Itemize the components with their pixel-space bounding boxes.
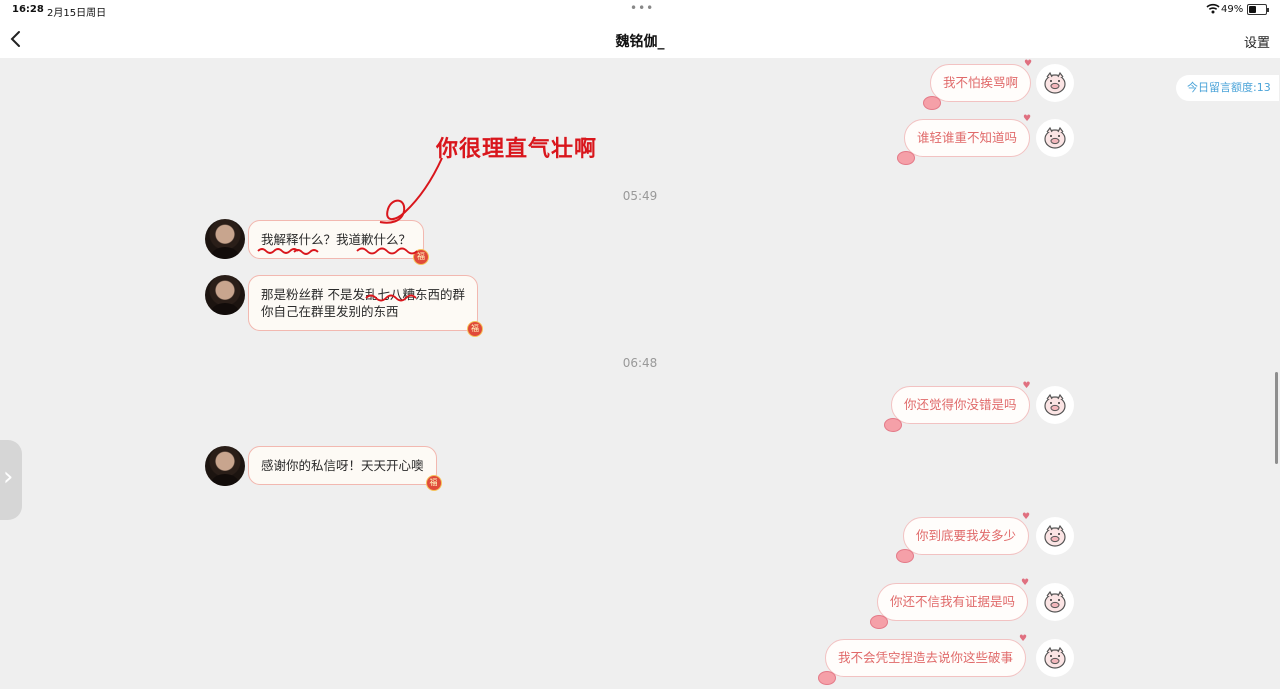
message-text: 我不怕挨骂啊 [943, 75, 1019, 90]
message-text: 感谢你的私信呀！天天开心噢 [261, 458, 424, 473]
pig-sticker-icon [897, 151, 915, 165]
chevron-right-icon: › [3, 462, 14, 492]
timestamp: 06:48 [622, 356, 658, 370]
message-bubble-sent[interactable]: 我不会凭空捏造去说你这些破事 ♥ [818, 635, 1027, 685]
cartoon-pig-avatar-icon [1044, 646, 1066, 669]
scrollbar[interactable] [1275, 372, 1278, 464]
daily-message-quota: 今日留言额度:13 [1176, 75, 1279, 101]
cartoon-pig-avatar-icon [1044, 524, 1066, 547]
message-text: 你到底要我发多少 [916, 528, 1017, 543]
contact-avatar[interactable] [205, 446, 245, 486]
fu-badge-icon: 福 [413, 249, 430, 265]
chat-title: 魏铭伽_ [615, 34, 665, 50]
message-text: 我解释什么？我道歉什么？ [261, 232, 412, 247]
message-bubble-sent[interactable]: 你到底要我发多少 ♥ [896, 513, 1030, 563]
status-time: 16:28 [12, 4, 44, 15]
cartoon-pig-avatar-icon [1044, 71, 1066, 94]
message-text: 你还觉得你没错是吗 [904, 397, 1017, 412]
message-text: 那是粉丝群 不是发乱七八糟东西的群 你自己在群里发别的东西 [261, 287, 465, 319]
fu-badge-icon: 福 [425, 475, 442, 491]
contact-avatar[interactable] [205, 219, 245, 259]
heart-decoration-icon: ♥ [1023, 114, 1032, 124]
message-text: 你还不信我有证据是吗 [890, 594, 1016, 609]
timestamp: 05:49 [622, 189, 658, 203]
pig-sticker-icon [884, 418, 902, 432]
cartoon-pig-avatar-icon [1044, 126, 1066, 149]
fu-badge-icon: 福 [467, 321, 483, 337]
message-text: 谁轻谁重不知道吗 [917, 130, 1018, 145]
pig-sticker-icon [896, 549, 914, 563]
pig-sticker-icon [818, 671, 836, 685]
my-avatar[interactable] [1036, 583, 1074, 621]
message-bubble-received[interactable]: 感谢你的私信呀！天天开心噢 福 [248, 446, 442, 491]
my-avatar[interactable] [1036, 119, 1074, 157]
message-bubble-sent[interactable]: 我不怕挨骂啊 ♥ [923, 60, 1032, 110]
heart-decoration-icon: ♥ [1024, 59, 1033, 69]
settings-button[interactable]: 设置 [1243, 36, 1270, 51]
cartoon-pig-avatar-icon [1044, 393, 1066, 416]
message-bubble-sent[interactable]: 你还觉得你没错是吗 ♥ [884, 382, 1031, 432]
red-handwritten-annotation: 你很理直气壮啊 [436, 137, 598, 162]
heart-decoration-icon: ♥ [1021, 578, 1030, 588]
battery-percent: 49% [1221, 4, 1244, 15]
multitask-dots-icon[interactable]: ••• [630, 1, 655, 15]
battery-icon [1247, 4, 1269, 15]
status-date: 2月15日周日 [47, 8, 107, 19]
nav-bar: 魏铭伽_ 设置 [0, 20, 1280, 58]
pig-sticker-icon [870, 615, 888, 629]
status-bar: 16:28 2月15日周日 ••• 49% [0, 0, 1280, 20]
my-avatar[interactable] [1036, 517, 1074, 555]
my-avatar[interactable] [1036, 639, 1074, 677]
side-panel-handle[interactable]: › [0, 440, 22, 520]
heart-decoration-icon: ♥ [1019, 634, 1028, 644]
pig-sticker-icon [923, 96, 941, 110]
heart-decoration-icon: ♥ [1022, 512, 1031, 522]
cartoon-pig-avatar-icon [1044, 590, 1066, 613]
my-avatar[interactable] [1036, 386, 1074, 424]
wifi-icon [1206, 3, 1220, 14]
message-bubble-received[interactable]: 那是粉丝群 不是发乱七八糟东西的群 你自己在群里发别的东西 福 [248, 275, 483, 337]
message-text: 我不会凭空捏造去说你这些破事 [838, 650, 1014, 665]
message-bubble-sent[interactable]: 你还不信我有证据是吗 ♥ [870, 579, 1029, 629]
message-bubble-sent[interactable]: 谁轻谁重不知道吗 ♥ [897, 115, 1031, 165]
my-avatar[interactable] [1036, 64, 1074, 102]
heart-decoration-icon: ♥ [1022, 381, 1031, 391]
contact-avatar[interactable] [205, 275, 245, 315]
back-arrow-icon[interactable] [6, 28, 26, 50]
